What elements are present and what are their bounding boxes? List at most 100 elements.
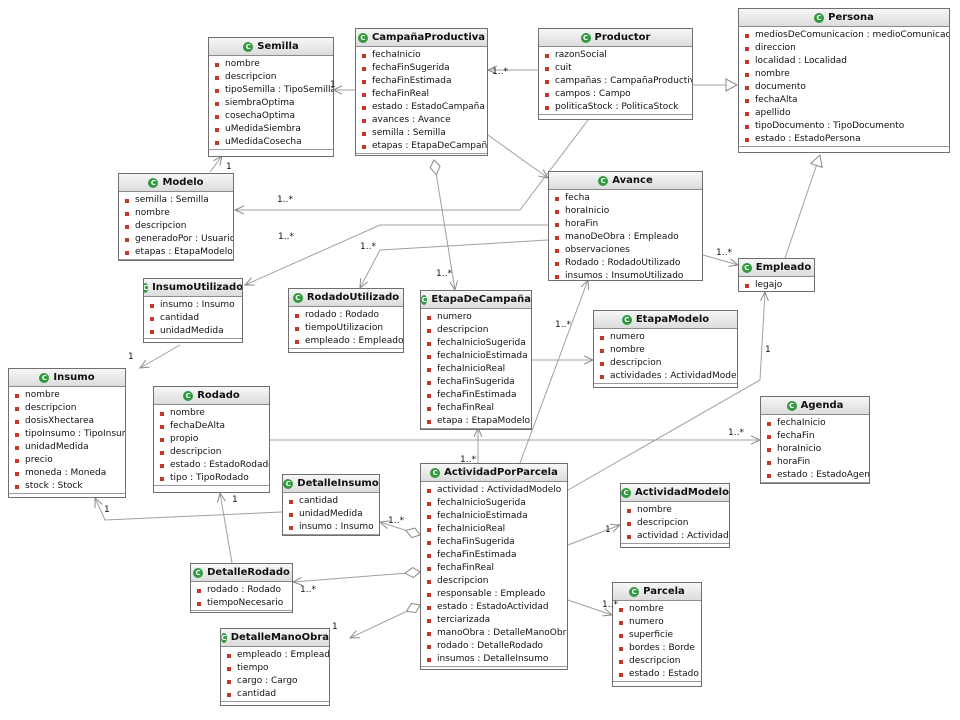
class-operations-separator: [289, 348, 403, 352]
attribute-text: nombre: [610, 345, 645, 355]
attribute-text: descripcion: [437, 325, 489, 335]
private-visibility-icon: [767, 434, 771, 439]
attribute-row: descripcion: [421, 324, 531, 337]
attribute-text: numero: [629, 617, 664, 627]
private-visibility-icon: [215, 75, 219, 80]
private-visibility-icon: [745, 72, 749, 77]
attribute-row: fechaInicioEstimada: [421, 350, 531, 363]
attribute-row: fechaFinEstimada: [421, 549, 567, 562]
attribute-text: actividad : Actividad: [637, 531, 729, 541]
attribute-text: tiempoNecesario: [207, 598, 284, 608]
attribute-text: fechaFinReal: [372, 89, 430, 99]
attribute-text: nombre: [637, 505, 672, 515]
private-visibility-icon: [745, 85, 749, 90]
attribute-row: tipoDocumento : TipoDocumento: [739, 120, 949, 133]
attribute-text: fechaFinEstimada: [437, 550, 517, 560]
attribute-text: tipoDocumento : TipoDocumento: [755, 121, 905, 131]
attribute-text: descripcion: [610, 358, 662, 368]
attribute-row: numero: [421, 311, 531, 324]
private-visibility-icon: [545, 53, 549, 58]
attribute-text: dosisXhectarea: [25, 416, 95, 426]
attribute-row: avances : Avance: [356, 114, 487, 127]
attribute-row: horaFin: [761, 456, 869, 469]
private-visibility-icon: [427, 605, 431, 610]
attribute-text: estado : EstadoActividad: [437, 602, 549, 612]
class-name: CampañaProductiva: [371, 32, 486, 43]
attribute-row: tiempoUtilizacion: [289, 322, 403, 335]
attribute-text: campañas : CampañaProductiva: [555, 76, 693, 86]
multiplicity-label: 1..*: [555, 320, 571, 330]
attribute-row: empleado : Empleado: [221, 649, 329, 662]
class-icon: C: [741, 262, 752, 273]
attribute-text: descripcion: [25, 403, 77, 413]
attribute-text: observaciones: [565, 245, 630, 255]
link-modelo-semilla: [209, 156, 222, 173]
private-visibility-icon: [600, 348, 604, 353]
private-visibility-icon: [555, 196, 559, 201]
attribute-row: estado : EstadoAgenda: [761, 469, 869, 482]
multiplicity-label: 1: [605, 525, 611, 535]
private-visibility-icon: [427, 380, 431, 385]
attribute-row: propio: [154, 433, 269, 446]
private-visibility-icon: [427, 315, 431, 320]
attribute-row: cantidad: [144, 312, 242, 325]
private-visibility-icon: [555, 235, 559, 240]
private-visibility-icon: [427, 631, 431, 636]
private-visibility-icon: [600, 361, 604, 366]
class-name: ActividadModelo: [635, 487, 729, 498]
class-operations-separator: [739, 146, 949, 152]
class-name: Empleado: [755, 262, 812, 273]
attribute-row: etapa : EtapaModelo: [421, 415, 531, 428]
class-operations-separator: [356, 153, 487, 155]
class-icon: C: [283, 478, 294, 489]
attribute-text: insumos : DetalleInsumo: [437, 654, 549, 664]
private-visibility-icon: [15, 458, 19, 463]
private-visibility-icon: [362, 131, 366, 136]
attribute-row: fechaInicio: [356, 49, 487, 62]
attribute-row: nombre: [739, 68, 949, 81]
attribute-row: fecha: [549, 192, 702, 205]
private-visibility-icon: [227, 666, 231, 671]
attribute-row: insumo : Insumo: [283, 521, 379, 534]
class-operations-separator: [154, 485, 269, 492]
attribute-row: descripcion: [613, 655, 701, 668]
attribute-row: unidadMedida: [9, 441, 125, 454]
private-visibility-icon: [160, 424, 164, 429]
attribute-row: estado : EstadoRodado: [154, 459, 269, 472]
attribute-text: estado : Estado: [629, 669, 699, 679]
private-visibility-icon: [15, 484, 19, 489]
class-icon: C: [814, 12, 825, 23]
attribute-row: etapas : EtapaDeCampaña: [356, 140, 487, 153]
class-icon: C: [243, 41, 254, 52]
private-visibility-icon: [627, 521, 631, 526]
private-visibility-icon: [619, 659, 623, 664]
private-visibility-icon: [427, 527, 431, 532]
private-visibility-icon: [215, 140, 219, 145]
